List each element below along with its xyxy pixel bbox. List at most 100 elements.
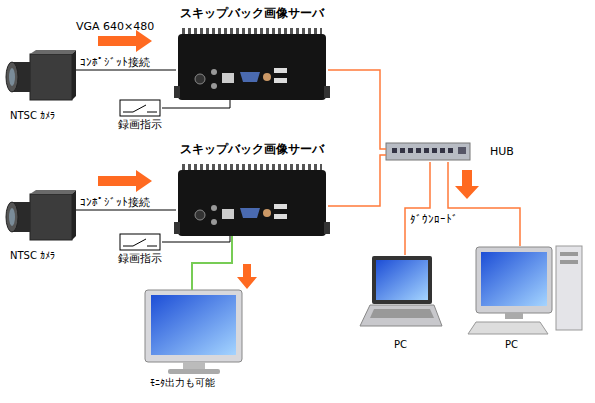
switch-contact (147, 246, 157, 247)
device-label: NTSC ｶﾒﾗ (10, 250, 55, 262)
usb-port (274, 68, 287, 73)
server-node: スキップバック画像サーバ (176, 142, 328, 236)
connection-line (448, 162, 520, 246)
camera-illustration (6, 190, 76, 240)
device-label: HUB (490, 145, 514, 158)
output-arrow (237, 264, 257, 289)
switch-contact (147, 112, 157, 113)
camera-illustration (6, 50, 76, 100)
camera-glass (9, 208, 15, 226)
laptop-lid (372, 256, 432, 304)
laptop-illustration (360, 256, 442, 326)
camera-node: NTSC ｶﾒﾗ (4, 48, 76, 126)
device-label: スキップバック画像サーバ (180, 142, 324, 156)
signal-arrow (98, 30, 152, 52)
download-arrow (455, 170, 479, 199)
switch-lever (133, 239, 146, 246)
server-illustration (174, 167, 330, 236)
hub-body (386, 143, 470, 160)
monitor-stand (183, 362, 205, 370)
switch-lever (133, 105, 146, 112)
camera-body (30, 54, 72, 100)
laptop-keyboard (370, 309, 434, 318)
camera-top (30, 190, 76, 194)
drive-bay (560, 260, 578, 264)
hub-port (424, 148, 429, 153)
desktop-screen (481, 252, 547, 306)
server-foot (324, 86, 330, 98)
camera-lens-front (6, 62, 18, 92)
server-body (178, 170, 326, 236)
switch-symbol (120, 234, 160, 250)
signal-arrow (98, 170, 152, 192)
annotation-label: ﾀﾞｳﾝﾛｰﾄﾞ (410, 213, 458, 226)
connection-line (328, 70, 386, 149)
switch-symbol (120, 100, 160, 116)
server-node: スキップバック画像サーバ (176, 6, 328, 100)
pc-node: PC (360, 255, 442, 353)
desktop-tower (556, 246, 582, 330)
laptop-base (360, 305, 442, 326)
hub-port (448, 148, 453, 153)
switch-contact (123, 112, 133, 113)
device-label: スキップバック画像サーバ (180, 6, 324, 20)
monitor-node: ﾓﾆﾀ出力も可能 (140, 290, 250, 394)
power-button (195, 74, 205, 84)
connection-line (76, 210, 176, 211)
usb-port (274, 204, 287, 209)
switch-frame (120, 234, 160, 250)
device-label: ﾓﾆﾀ出力も可能 (150, 377, 215, 389)
connection-line (405, 162, 430, 255)
hub-port (432, 148, 437, 153)
hub-port (440, 148, 445, 153)
connection-line (162, 100, 230, 108)
audio-jack (211, 83, 217, 89)
lan-port (222, 73, 234, 83)
device-label: NTSC ｶﾒﾗ (10, 110, 55, 122)
laptop-screen (376, 260, 428, 300)
drive-bay (560, 252, 578, 256)
video-jack (263, 73, 271, 81)
device-label: PC (394, 339, 407, 351)
usb-port (274, 214, 287, 219)
audio-jack (211, 219, 217, 225)
pc-node: PC (465, 246, 583, 352)
hub-port (408, 148, 413, 153)
lan-port (222, 209, 234, 219)
desktop-monitor (476, 247, 552, 313)
monitor-base (168, 369, 220, 374)
hub-port (458, 147, 466, 154)
camera-side (72, 50, 76, 100)
camera-node: NTSC ｶﾒﾗ (4, 188, 76, 266)
usb-port (274, 78, 287, 83)
connection-line (162, 236, 230, 242)
desktop-stand (505, 313, 523, 319)
device-label: 録画指示 (118, 118, 162, 131)
camera-top (30, 50, 76, 54)
connection-label: ｺﾝﾎﾟｼﾞｯﾄ接続 (80, 56, 150, 69)
connection-line (328, 155, 386, 206)
audio-jack (211, 205, 217, 211)
server-illustration (174, 31, 330, 100)
connection-label: ｺﾝﾎﾟｼﾞｯﾄ接続 (80, 196, 150, 209)
camera-lens-front (6, 202, 18, 232)
vga-port (240, 208, 260, 218)
power-button (195, 210, 205, 220)
video-jack (263, 209, 271, 217)
hub-node: HUB (386, 142, 516, 162)
server-fins (182, 28, 322, 34)
server-foot (174, 222, 180, 234)
switch-contact (123, 246, 133, 247)
audio-jack (211, 69, 217, 75)
connection-line (76, 70, 176, 71)
switch-node: 録画指示 (118, 98, 162, 134)
vga-port (240, 72, 260, 82)
hub-illustration (386, 143, 470, 160)
server-body (178, 34, 326, 100)
monitor-bezel (145, 290, 242, 362)
switch-node: 録画指示 (118, 232, 162, 268)
device-label: PC (505, 339, 518, 351)
hub-port (416, 148, 421, 153)
server-foot (174, 86, 180, 98)
